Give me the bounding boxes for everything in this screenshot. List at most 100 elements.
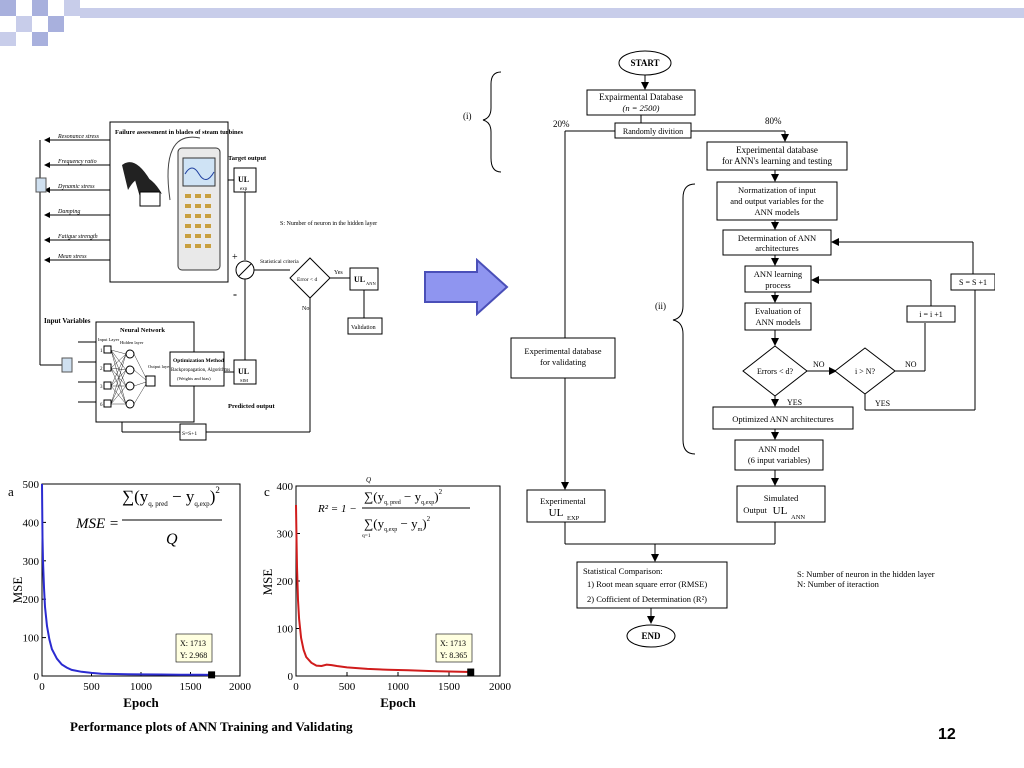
mse-formula: MSE = ∑(yq, pred − yq,exp)2 Q bbox=[75, 485, 222, 548]
y-tick-label: 300 bbox=[23, 556, 40, 568]
datatip-x: X: 1713 bbox=[180, 639, 206, 648]
statistical-criteria-label: Statistical criteria bbox=[260, 259, 299, 265]
yes-label: Yes bbox=[334, 270, 343, 276]
input-arrows bbox=[39, 139, 110, 261]
mse-curve bbox=[41, 483, 212, 676]
formula-lhs: R² = 1 − bbox=[317, 503, 357, 515]
x-axis-label: Epoch bbox=[380, 695, 416, 710]
i-inc-label: i = i +1 bbox=[919, 310, 942, 319]
datatip-x: X: 1713 bbox=[440, 639, 466, 648]
plus-sign: + bbox=[232, 252, 238, 263]
eval-label: Evaluation of bbox=[755, 306, 801, 316]
blade-sensor-icon bbox=[139, 191, 161, 207]
output-neuron bbox=[145, 375, 156, 387]
start-label: START bbox=[630, 58, 659, 68]
error-check-label: Error < d bbox=[297, 277, 317, 283]
x-tick-label: 0 bbox=[293, 681, 299, 693]
ann-structure-diagram: Failure assessment in blades of steam tu… bbox=[35, 121, 383, 441]
transition-arrow-icon bbox=[424, 258, 509, 316]
neuron-label: 3 bbox=[100, 385, 103, 390]
ul-sim-text: UL bbox=[238, 367, 249, 376]
learn-test-label: Experimental database bbox=[736, 145, 818, 155]
i-gt-n-label: i > N? bbox=[855, 367, 876, 376]
datatip: X: 1713 Y: 8.365 bbox=[435, 633, 473, 663]
label-ii: (ii) bbox=[655, 301, 666, 311]
no-label: NO bbox=[813, 360, 825, 369]
validating-label: for validating bbox=[540, 357, 587, 367]
exp-db-count: (n = 2500) bbox=[623, 103, 660, 113]
ul-exp-sub: exp bbox=[240, 187, 248, 192]
header-square bbox=[16, 16, 32, 32]
x-tick-label: 1000 bbox=[387, 681, 410, 693]
input-label: Frequency ratio bbox=[57, 159, 97, 165]
network-connections bbox=[110, 349, 147, 405]
statistical-comparison-box bbox=[576, 561, 728, 609]
formula-denominator: Q bbox=[166, 531, 178, 548]
model-label: ANN model bbox=[758, 444, 800, 454]
x-tick-label: 500 bbox=[339, 681, 356, 693]
datatip: X: 1713 Y: 2.968 bbox=[175, 633, 213, 663]
formula-numerator: ∑(yq, pred − yq,exp)2 bbox=[122, 485, 220, 508]
header-square bbox=[32, 32, 48, 46]
header-square bbox=[0, 0, 16, 16]
datatip-box bbox=[435, 633, 473, 663]
errors-label: Errors < d? bbox=[757, 367, 794, 376]
ul-exp-text: UL bbox=[238, 175, 249, 184]
sim-ul-sub: ANN bbox=[791, 514, 805, 521]
s-inc-label: S = S +1 bbox=[959, 278, 987, 287]
brace-i bbox=[482, 71, 502, 173]
y-axis-label: MSE bbox=[260, 569, 275, 596]
y-tick-label: 0 bbox=[34, 671, 40, 683]
validation-box bbox=[347, 317, 383, 335]
norm-label: ANN models bbox=[754, 207, 799, 217]
input-variable-lines bbox=[78, 341, 98, 403]
y-tick-label: 500 bbox=[23, 479, 40, 491]
eval-label: ANN models bbox=[755, 317, 800, 327]
device-screen bbox=[182, 157, 216, 187]
determ-label: architectures bbox=[755, 243, 798, 253]
mse-curve bbox=[295, 504, 471, 673]
exp-ul-text: UL bbox=[549, 507, 564, 519]
neuron-label: 6 bbox=[100, 403, 103, 408]
y-tick-label: 200 bbox=[23, 594, 40, 606]
legend-n: N: Number of iteraction bbox=[797, 579, 880, 589]
evaluation-box bbox=[744, 302, 812, 331]
end-terminal bbox=[626, 624, 676, 648]
header-square bbox=[64, 0, 80, 16]
x-tick-label: 1500 bbox=[180, 681, 203, 693]
y-tick-label: 0 bbox=[288, 671, 294, 683]
learning-label: ANN learning bbox=[754, 269, 803, 279]
formula-denominator: ∑(yq,exp − ym)2 bbox=[364, 515, 431, 533]
optimized-label: Optimized ANN architectures bbox=[732, 414, 834, 424]
input-layer-label: Input Layer bbox=[98, 337, 120, 342]
pct20-label: 20% bbox=[553, 119, 570, 129]
formula-sum-upper: Q bbox=[366, 476, 371, 484]
datatip-marker bbox=[208, 671, 216, 679]
exp-ul-label: Experimental bbox=[540, 496, 586, 506]
optimization-label: Backpropagation, Algorithms bbox=[171, 368, 230, 373]
neuron-label: 2 bbox=[100, 367, 103, 372]
x-tick-label: 2000 bbox=[489, 681, 512, 693]
optimization-label: (Weights and bias) bbox=[177, 376, 211, 381]
panel-label-a: a bbox=[8, 484, 14, 499]
input-arrowheads bbox=[44, 137, 50, 263]
brace-ii bbox=[672, 183, 696, 455]
input-label: Fatigue strength bbox=[57, 234, 98, 240]
y-tick-label: 200 bbox=[277, 576, 294, 588]
pct80-label: 80% bbox=[765, 116, 782, 126]
neuron-label: 1 bbox=[100, 349, 103, 354]
minus-sign: - bbox=[233, 287, 237, 301]
hidden-layer-label: Hidden layer bbox=[120, 340, 144, 345]
datatip-y: Y: 2.968 bbox=[180, 651, 207, 660]
connector-arrow-icon bbox=[35, 177, 47, 193]
formula-sum-lower: q=1 bbox=[362, 533, 371, 539]
header-bar bbox=[80, 8, 1024, 18]
input-label: Resonance stress bbox=[57, 134, 100, 140]
ann-methodology-flowchart: START Expairmental Database (n = 2500) R… bbox=[463, 50, 995, 648]
page-number: 12 bbox=[938, 726, 956, 743]
summing-junction-slash bbox=[238, 263, 252, 277]
